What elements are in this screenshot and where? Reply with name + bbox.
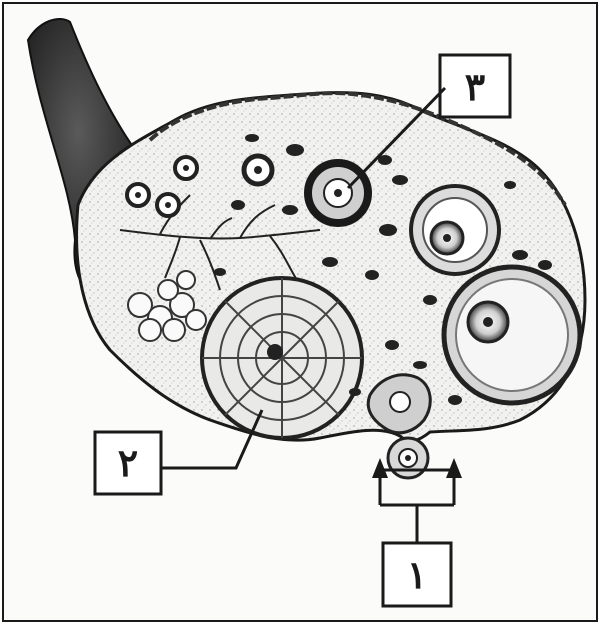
label-2: ٢ bbox=[95, 432, 161, 494]
ovulation-site bbox=[368, 375, 430, 433]
secondary-follicle bbox=[411, 186, 499, 274]
label-1: ١ bbox=[383, 543, 451, 606]
released-ovum bbox=[388, 438, 428, 478]
label-2-text: ٢ bbox=[118, 440, 138, 485]
graafian-follicle bbox=[444, 267, 580, 403]
label-1-text: ١ bbox=[407, 552, 427, 597]
label-3-text: ٣ bbox=[465, 64, 485, 109]
corpus-luteum bbox=[202, 278, 362, 438]
label-3: ٣ bbox=[440, 55, 510, 117]
primary-follicle bbox=[308, 163, 368, 223]
